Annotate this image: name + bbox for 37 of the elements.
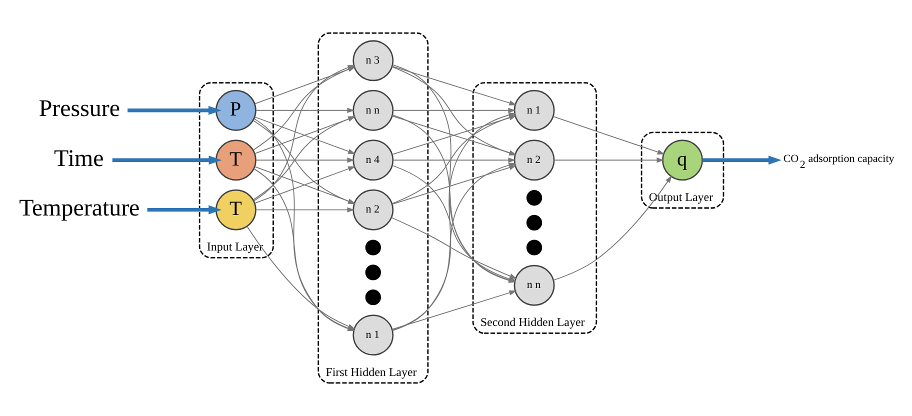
node-circle: T	[215, 140, 256, 181]
arrow	[112, 156, 222, 165]
arrow	[552, 116, 665, 154]
node-circle: n 1	[352, 314, 394, 356]
node-circle: P	[215, 90, 256, 131]
arrow	[256, 207, 355, 212]
node-circle: T	[215, 189, 256, 230]
arrow	[128, 106, 222, 115]
node-circle	[526, 214, 542, 231]
arrow	[256, 158, 355, 163]
node-circle: n n	[352, 90, 394, 131]
node-circle: n 1	[514, 90, 555, 131]
node-circle: n 2	[352, 189, 394, 230]
node-circle	[365, 240, 381, 256]
arrow	[392, 66, 517, 106]
arrow	[702, 156, 782, 165]
arrow	[392, 108, 516, 113]
arrow	[246, 226, 356, 330]
node-circle	[526, 190, 542, 206]
node-text: Temperature	[19, 196, 140, 222]
node-circle: n 2	[514, 140, 555, 181]
node-circle	[365, 264, 381, 280]
arrow	[147, 205, 222, 214]
node-circle	[365, 290, 381, 306]
node-text: Pressure	[38, 96, 120, 122]
arrow	[392, 165, 517, 205]
arrow	[392, 158, 516, 163]
arrow	[554, 158, 664, 163]
arrow	[392, 290, 517, 330]
node-circle: n 4	[352, 140, 394, 181]
node-circle: n 3	[352, 40, 394, 82]
node-circle	[526, 240, 542, 256]
node-circle: n n	[514, 264, 555, 306]
node-circle: q	[662, 140, 703, 181]
arrow	[553, 175, 672, 281]
arrow	[256, 108, 355, 113]
node-text: Time	[54, 146, 104, 172]
